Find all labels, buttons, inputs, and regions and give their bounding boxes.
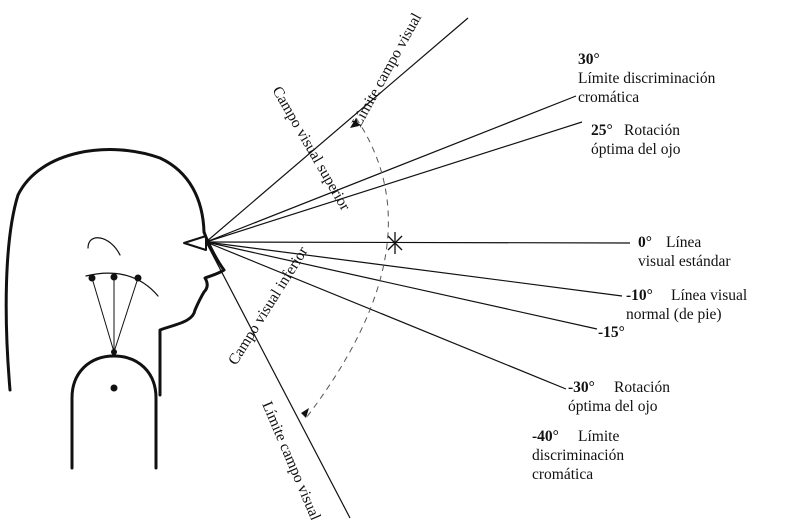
eye-marker bbox=[184, 236, 206, 250]
dot-chest bbox=[111, 385, 118, 392]
degree-25: 25° bbox=[591, 122, 613, 139]
degree-30: 30° bbox=[578, 51, 600, 68]
label-0-line1: Línea bbox=[666, 234, 701, 251]
arc-arrow-bottom bbox=[301, 408, 309, 418]
dot-neck bbox=[111, 349, 117, 355]
label-m30-line2: óptima del ojo bbox=[568, 398, 658, 415]
torso-outline bbox=[72, 356, 156, 468]
head-outline bbox=[6, 150, 204, 390]
dot-right bbox=[135, 275, 142, 282]
label-m40-line2: discriminación bbox=[532, 447, 624, 464]
degree-m30: -30° bbox=[568, 379, 595, 396]
label-campo-inferior: Campo visual inferior bbox=[225, 243, 312, 368]
line-0 bbox=[206, 242, 630, 243]
label-25-line2: óptima del ojo bbox=[591, 141, 681, 158]
face-profile bbox=[160, 232, 224, 395]
label-m40-line1: Límite bbox=[578, 428, 619, 445]
angle-labels: 30° Límite discriminación cromática 25° … bbox=[532, 51, 747, 483]
label-25-line1: Rotación bbox=[624, 122, 680, 139]
ear bbox=[88, 238, 120, 255]
label-30-line2: cromática bbox=[578, 89, 639, 106]
label-m10-line2: normal (de pie) bbox=[626, 306, 722, 323]
line-30 bbox=[206, 96, 576, 242]
label-campo-superior: Campo visual superior bbox=[269, 84, 354, 215]
label-m30-line1: Rotación bbox=[614, 379, 670, 396]
label-m10-line1: Línea visual bbox=[671, 287, 747, 304]
label-m40-line3: cromática bbox=[532, 466, 593, 483]
label-limite-inferior: Límite campo visual bbox=[258, 399, 323, 520]
dot-mid bbox=[111, 274, 118, 281]
dot-left bbox=[89, 275, 96, 282]
label-limite-superior: Límite campo visual bbox=[349, 10, 426, 130]
degree-m15: -15° bbox=[598, 324, 625, 341]
line-25 bbox=[206, 122, 582, 242]
human-profile bbox=[6, 150, 224, 468]
spine-lines bbox=[92, 277, 138, 352]
degree-m10: -10° bbox=[626, 287, 653, 304]
label-0-line2: visual estándar bbox=[638, 253, 731, 270]
degree-m40: -40° bbox=[532, 428, 559, 445]
label-30-line1: Límite discriminación bbox=[578, 70, 716, 87]
degree-0: 0° bbox=[638, 234, 652, 251]
